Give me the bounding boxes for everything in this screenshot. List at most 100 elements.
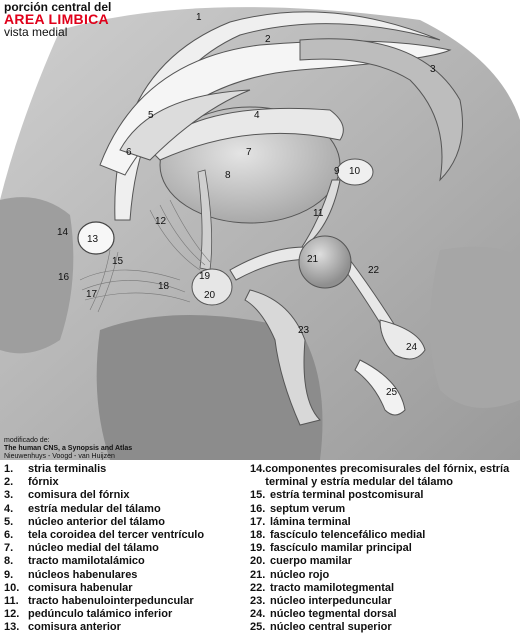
legend-text: componentes precomisurales del fórnix, e… xyxy=(265,463,510,489)
legend-item: 9. núcleos habenulares xyxy=(4,569,244,582)
legend-text: comisura del fórnix xyxy=(28,489,130,502)
anterior-commissure-shape xyxy=(77,221,115,255)
legend-item: 7.núcleo medial del tálamo xyxy=(4,542,244,555)
legend-text: núcleo interpeduncular xyxy=(270,595,392,608)
label-6: 6 xyxy=(126,147,132,158)
habenular-nuclei-shape xyxy=(336,158,374,186)
label-3: 3 xyxy=(430,64,436,75)
legend-right-column: 14.componentes precomisurales del fórnix… xyxy=(250,463,518,635)
legend-number: 2. xyxy=(4,476,14,489)
legend-number: 21. xyxy=(250,568,266,581)
legend-item: 5. núcleo anterior del tálamo xyxy=(4,516,244,529)
legend-number: 4. xyxy=(4,502,14,515)
legend-item: 12.pedúnculo talámico inferior xyxy=(4,608,244,621)
stria-medullaris-shape xyxy=(149,107,344,161)
label-20: 20 xyxy=(204,290,216,301)
legend-text: tracto mamilotegmental xyxy=(270,581,395,594)
legend-number: 14. xyxy=(250,463,266,475)
legend-number: 25. xyxy=(250,621,266,634)
label-4: 4 xyxy=(254,110,260,121)
legend-text: fórnix xyxy=(28,476,59,489)
label-24: 24 xyxy=(406,342,418,353)
superior-central-nucleus-shape xyxy=(354,359,406,416)
legend-text: núcleos habenulares xyxy=(28,568,138,581)
legend-left-column: 1. stria terminalis 2. fórnix 3. comisura d… xyxy=(4,463,244,635)
legend-text: fascículo telencefálico medial xyxy=(270,529,426,542)
legend-item: 17. lámina terminal xyxy=(250,516,518,529)
legend-text: comisura anterior xyxy=(28,621,121,634)
credit-line-3: Nieuwenhuys - Voogd - van Huijzen xyxy=(4,453,115,460)
label-5: 5 xyxy=(148,110,154,121)
header-line-1: porción central del xyxy=(4,0,112,14)
label-15: 15 xyxy=(112,256,124,267)
label-14: 14 xyxy=(57,227,69,238)
fornix-shape xyxy=(99,40,452,176)
legend-item: 22. tracto mamilotegmental xyxy=(250,582,518,595)
header-subtitle: vista medial xyxy=(4,25,68,39)
legend-text: lámina terminal xyxy=(270,515,351,528)
label-9: 9 xyxy=(334,166,340,177)
legend-number: 17. xyxy=(250,515,266,528)
label-10: 10 xyxy=(349,166,361,177)
legend: 1. stria terminalis 2. fórnix 3. comisura d… xyxy=(0,463,520,635)
legend-item: 21. núcleo rojo xyxy=(250,569,518,582)
legend-item: 3. comisura del fórnix xyxy=(4,489,244,502)
legend-number: 15. xyxy=(250,489,266,502)
mammillary-body-shape xyxy=(191,268,233,306)
legend-number: 5. xyxy=(4,515,14,528)
legend-item: 1. stria terminalis xyxy=(4,463,244,476)
legend-number: 22. xyxy=(250,581,266,594)
legend-item: 14.componentes precomisurales del fórnix… xyxy=(250,463,518,489)
legend-number: 3. xyxy=(4,489,14,502)
legend-text: tela coroidea del tercer ventrículo xyxy=(28,529,205,542)
interpeduncular-nucleus-shape xyxy=(244,289,321,426)
cerebellum-region xyxy=(430,246,520,408)
legend-number: 1. xyxy=(4,463,14,475)
legend-text: núcleo anterior del tálamo xyxy=(28,515,165,528)
fornix-commissure-shape xyxy=(299,38,463,182)
label-11: 11 xyxy=(313,208,324,219)
legend-number: 20. xyxy=(250,555,266,568)
legend-text: estría terminal postcomisural xyxy=(270,489,424,502)
label-2: 2 xyxy=(265,34,271,45)
legend-number: 16. xyxy=(250,502,266,515)
legend-item: 23. núcleo interpeduncular xyxy=(250,595,518,608)
legend-number: 19. xyxy=(250,542,266,555)
legend-item: 16. septum verum xyxy=(250,503,518,516)
legend-item: 2. fórnix xyxy=(4,476,244,489)
brainstem-region xyxy=(96,315,323,460)
legend-item: 25.núcleo central superior xyxy=(250,621,518,634)
legend-item: 18. fascículo telencefálico medial xyxy=(250,529,518,542)
legend-number: 23. xyxy=(250,595,266,608)
header-title: AREA LIMBICA xyxy=(4,11,109,27)
legend-text: pedúnculo talámico inferior xyxy=(28,608,173,621)
left-hemisphere-region xyxy=(0,197,74,354)
legend-item: 4.estría medular del tálamo xyxy=(4,503,244,516)
legend-item: 6. tela coroidea del tercer ventrículo xyxy=(4,529,244,542)
legend-item: 11.tracto habenulointerpeduncular xyxy=(4,595,244,608)
legend-item: 19.fascículo mamilar principal xyxy=(250,542,518,555)
legend-item: 20.cuerpo mamilar xyxy=(250,555,518,568)
legend-text: stria terminalis xyxy=(28,463,107,475)
legend-number: 8. xyxy=(4,555,14,568)
legend-item: 8.tracto mamilotalámico xyxy=(4,555,244,568)
label-7: 7 xyxy=(246,147,252,158)
fiber-lines xyxy=(79,199,211,313)
legend-item: 10.comisura habenular xyxy=(4,582,244,595)
label-13: 13 xyxy=(87,234,99,245)
legend-number: 18. xyxy=(250,529,266,542)
credit-line-2: The human CNS, a Synopsis and Atlas xyxy=(4,445,133,452)
dorsal-tegmental-nucleus-shape xyxy=(379,319,426,360)
label-1: 1 xyxy=(196,12,202,23)
label-12: 12 xyxy=(155,216,167,227)
label-18: 18 xyxy=(158,281,170,292)
legend-number: 9. xyxy=(4,568,14,581)
legend-item: 13.comisura anterior xyxy=(4,621,244,634)
legend-number: 6. xyxy=(4,529,14,542)
label-8: 8 xyxy=(225,170,231,181)
limbic-area-illustration: 1 2 3 4 5 6 7 8 9 10 11 12 13 14 15 16 1… xyxy=(0,7,520,460)
credit-line-1: modificado de: xyxy=(4,437,50,444)
label-22: 22 xyxy=(368,265,380,276)
legend-text: núcleo rojo xyxy=(270,568,330,581)
legend-text: septum verum xyxy=(270,502,346,515)
